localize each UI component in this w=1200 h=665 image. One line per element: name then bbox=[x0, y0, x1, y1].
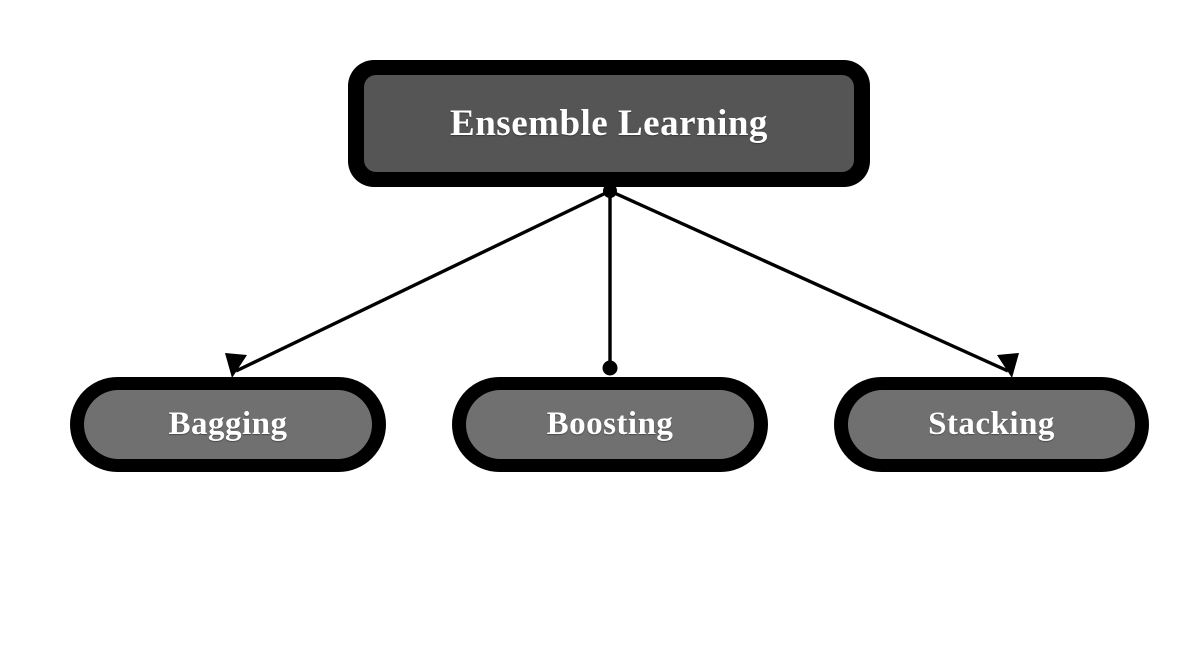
node-bagging[interactable]: Bagging bbox=[70, 377, 386, 472]
node-stacking-label: Stacking bbox=[928, 406, 1055, 442]
edge-root-stacking-line bbox=[609, 189, 1009, 373]
node-boosting-body: Boosting bbox=[466, 390, 754, 459]
node-bagging-body: Bagging bbox=[84, 390, 372, 459]
node-ensemble-learning[interactable]: Ensemble Learning bbox=[348, 60, 870, 187]
node-stacking[interactable]: Stacking bbox=[834, 377, 1149, 472]
edge-root-bagging-line bbox=[235, 189, 611, 373]
edge-root-boosting-dot bbox=[602, 360, 618, 376]
node-boosting[interactable]: Boosting bbox=[452, 377, 768, 472]
node-bagging-label: Bagging bbox=[168, 406, 288, 442]
node-ensemble-learning-body: Ensemble Learning bbox=[364, 75, 854, 172]
edge-root-bagging-arrowhead bbox=[225, 353, 247, 378]
node-ensemble-learning-label: Ensemble Learning bbox=[450, 103, 768, 144]
node-boosting-label: Boosting bbox=[546, 406, 674, 442]
edge-root-stacking-arrowhead bbox=[997, 353, 1019, 378]
node-stacking-body: Stacking bbox=[848, 390, 1135, 459]
